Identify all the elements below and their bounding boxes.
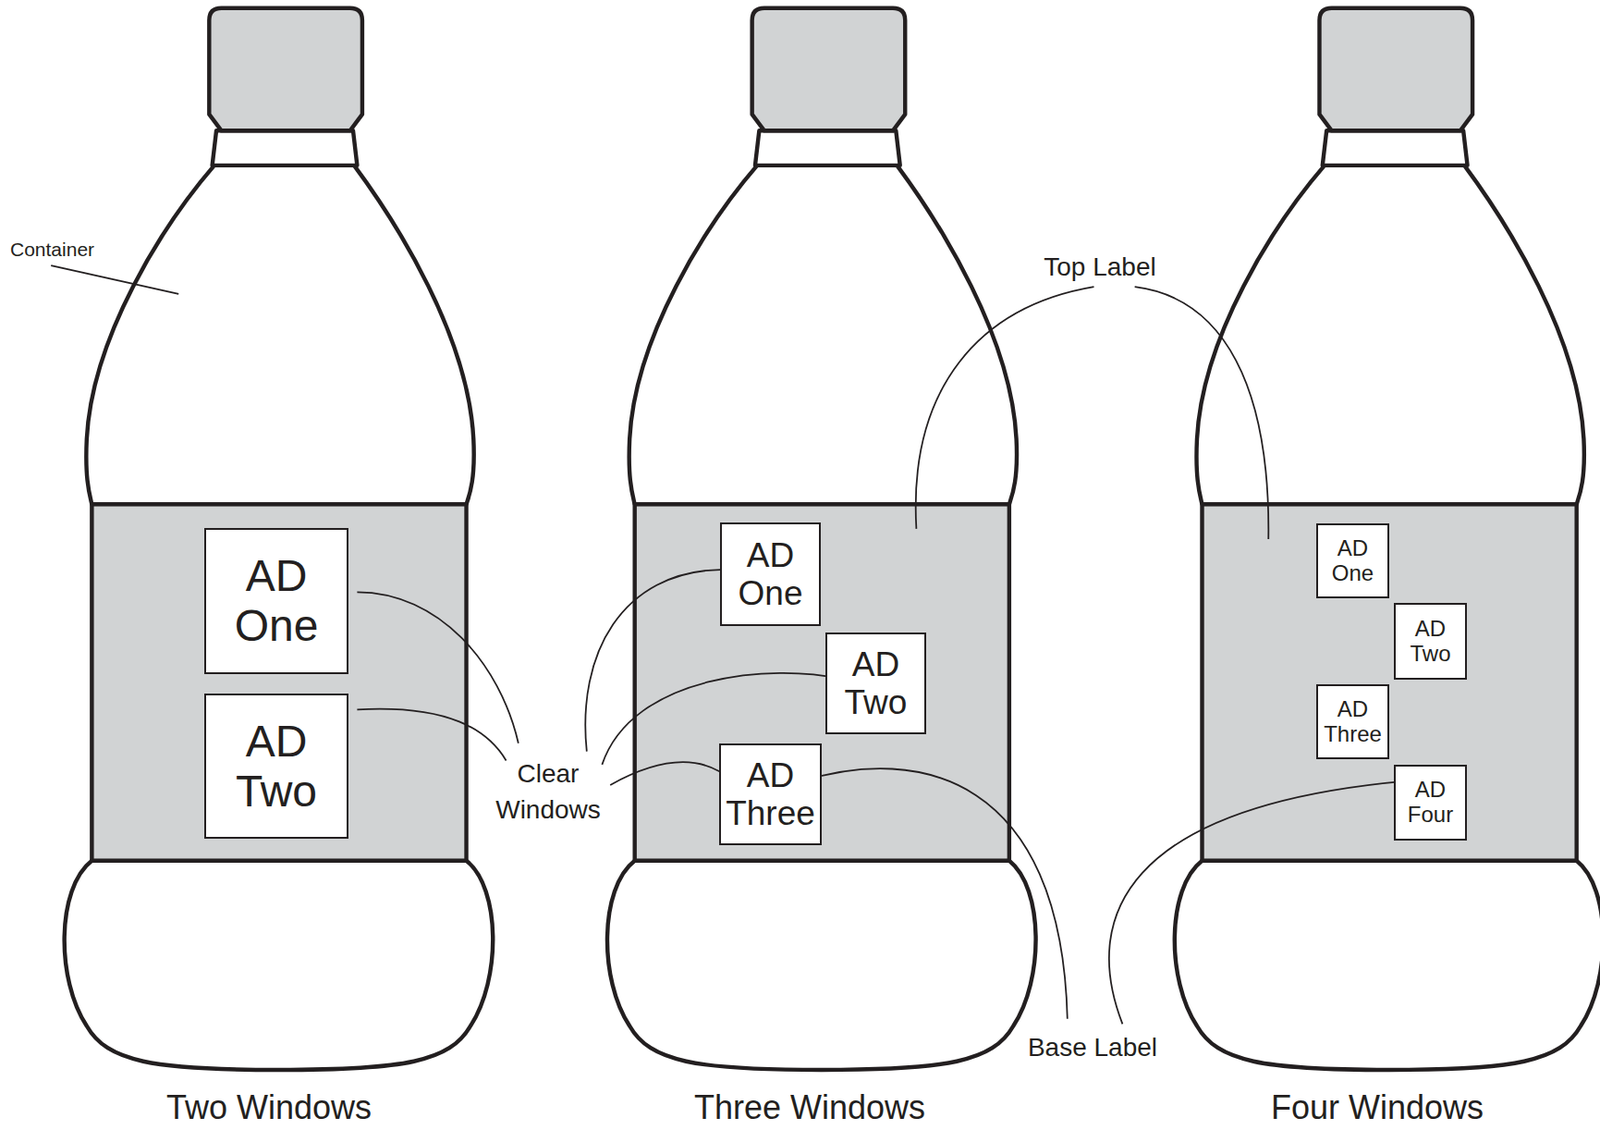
leader-line [356,708,506,761]
ad-window: AD Four [1393,764,1467,841]
ad-text: AD Three [725,756,816,833]
ad-window: AD Two [204,693,349,839]
ad-text: AD One [1331,536,1374,587]
figure-caption: Two Windows [166,1088,372,1126]
ad-window: AD Three [719,743,822,845]
ad-text: AD Three [1323,696,1382,747]
leader-line [585,569,721,752]
ad-window: AD Two [825,632,927,734]
ad-window: AD Two [1393,602,1467,680]
callout-label: Base Label [1027,1033,1158,1063]
leader-line [610,761,733,785]
ad-text: AD One [234,550,319,651]
figure-caption: Three Windows [694,1088,926,1126]
ad-window: AD One [720,522,821,626]
leader-lines [50,265,1406,1024]
bottles-group [50,8,1600,1070]
ad-text: AD Two [844,645,908,722]
ad-text: AD Two [235,716,318,817]
figure-caption: Four Windows [1270,1088,1484,1126]
leader-line [356,591,518,743]
callout-label: Container [10,238,95,260]
ad-text: AD Four [1407,777,1454,828]
ad-window: AD One [204,527,349,674]
leader-line [803,768,1068,1019]
leader-line [1135,286,1270,539]
callout-label: Clear Windows [478,755,618,828]
leader-line [1109,781,1406,1025]
ad-text: AD One [738,536,804,613]
bottle-container [64,8,494,1070]
bottle-container [607,8,1037,1070]
ad-window: AD Three [1316,683,1390,759]
bottle-container [1174,8,1600,1070]
leader-line [916,286,1095,529]
ad-text: AD Two [1409,616,1451,667]
ad-window: AD One [1316,523,1390,599]
callout-label: Top Label [1043,253,1156,282]
leader-line [50,265,179,294]
